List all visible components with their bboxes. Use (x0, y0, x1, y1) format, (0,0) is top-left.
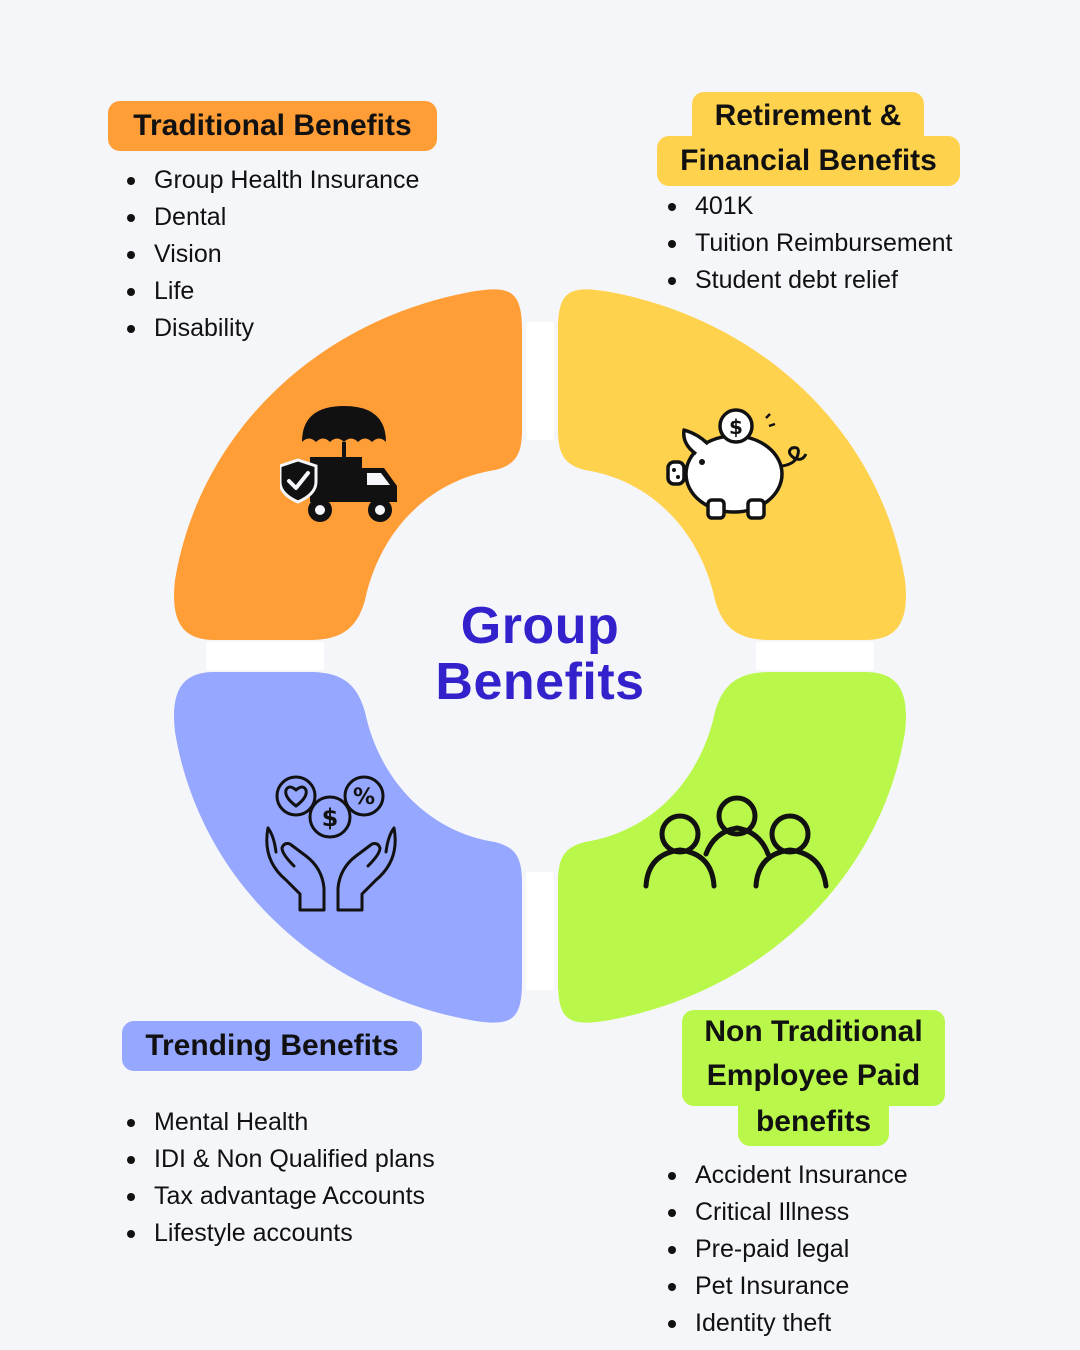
hands-care-icon: % $ (265, 775, 397, 912)
list-item: Pet Insurance (668, 1268, 908, 1305)
non-traditional-title-line3: benefits (755, 1105, 872, 1138)
list-item: Accident Insurance (668, 1157, 908, 1194)
list-item: Disability (127, 310, 419, 347)
separator-left (206, 642, 324, 670)
list-item: Student debt relief (668, 262, 953, 299)
list-item: Identity theft (668, 1305, 908, 1342)
segment-trending (174, 672, 523, 1023)
piggy-bank-icon: $ (666, 408, 808, 520)
center-title-line2: Benefits (435, 653, 645, 711)
separator-top (526, 322, 554, 440)
center-title-line1: Group (460, 597, 620, 655)
retirement-title-line2: Financial Benefits (680, 144, 937, 177)
list-item: Tax advantage Accounts (127, 1178, 435, 1215)
non-traditional-benefits-list: Accident Insurance Critical Illness Pre-… (668, 1157, 908, 1342)
retirement-tag-bottom: Financial Benefits (657, 136, 960, 186)
list-item: Pre-paid legal (668, 1231, 908, 1268)
non-traditional-title-line2: Employee Paid (706, 1059, 921, 1092)
non-traditional-tag-bottom: benefits (738, 1100, 889, 1146)
svg-text:$: $ (729, 415, 743, 439)
list-item: Vision (127, 236, 419, 273)
umbrella-truck-icon (280, 406, 397, 522)
traditional-benefits-list: Group Health Insurance Dental Vision Lif… (127, 162, 419, 347)
traditional-benefits-title: Traditional Benefits (133, 109, 412, 142)
svg-text:$: $ (322, 804, 339, 832)
list-item: IDI & Non Qualified plans (127, 1141, 435, 1178)
segment-non-traditional (558, 672, 906, 1023)
list-item: Critical Illness (668, 1194, 908, 1231)
non-traditional-title-line1: Non Traditional (704, 1015, 923, 1048)
separator-right (756, 642, 874, 670)
list-item: Tuition Reimbursement (668, 225, 953, 262)
retirement-benefits-list: 401K Tuition Reimbursement Student debt … (668, 188, 953, 299)
list-item: Group Health Insurance (127, 162, 419, 199)
retirement-title-line1: Retirement & (714, 99, 902, 132)
list-item: Lifestyle accounts (127, 1215, 435, 1252)
traditional-benefits-tag: Traditional Benefits (108, 101, 437, 151)
center-title: Group Benefits (390, 598, 690, 710)
trending-benefits-title: Trending Benefits (145, 1029, 399, 1062)
list-item: 401K (668, 188, 953, 225)
list-item: Life (127, 273, 419, 310)
people-group-icon (643, 795, 829, 889)
non-traditional-tag-top: Non Traditional Employee Paid (682, 1010, 945, 1106)
trending-benefits-tag: Trending Benefits (122, 1021, 422, 1071)
retirement-tag-top: Retirement & (692, 92, 924, 140)
trending-benefits-list: Mental Health IDI & Non Qualified plans … (127, 1104, 435, 1252)
list-item: Mental Health (127, 1104, 435, 1141)
list-item: Dental (127, 199, 419, 236)
separator-bottom (526, 872, 554, 990)
svg-text:%: % (353, 785, 375, 810)
